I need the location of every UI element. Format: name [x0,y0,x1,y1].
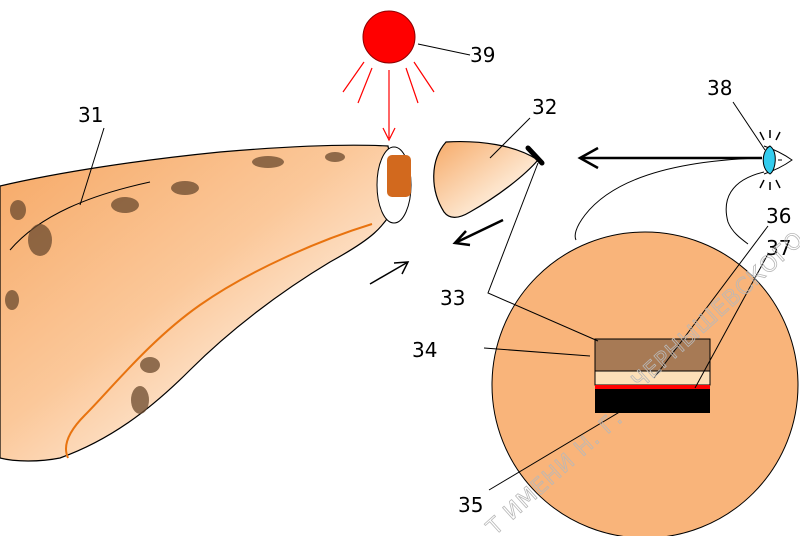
fingertip-body [434,142,538,218]
label-34: 34 [412,338,437,362]
zoom-line-right [726,172,764,244]
label-33: 33 [440,286,465,310]
finger [0,145,411,461]
label-38: 38 [707,76,732,100]
reflect-arrow [455,220,503,243]
nail-plate [387,155,411,197]
label-32: 32 [532,95,557,119]
label-35: 35 [458,493,483,517]
light-rays [343,62,434,140]
zoom-line-left [575,158,760,240]
observer-eye [575,130,792,244]
fingertip [434,142,542,218]
label-31: 31 [78,103,103,127]
label-39: 39 [470,43,495,67]
finger-body [0,145,398,461]
light-source [343,11,434,140]
eye-iris-icon [763,146,775,174]
sun-icon [363,11,415,63]
label-36: 36 [766,204,791,228]
